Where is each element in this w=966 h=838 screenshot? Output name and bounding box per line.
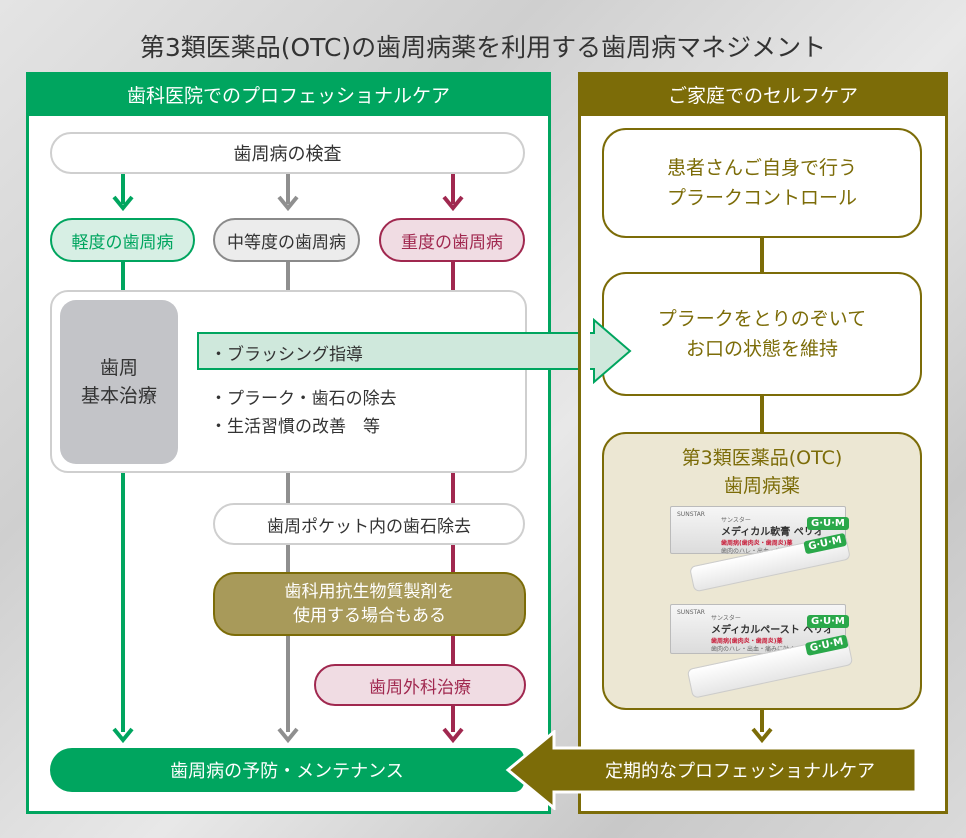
gum-logo: G·U·M (807, 517, 849, 530)
connector (286, 262, 290, 292)
product-maker: SUNSTAR (677, 511, 705, 518)
professional-care-header: 歯科医院でのプロフェッショナルケア (26, 72, 551, 116)
arrow-down-icon (442, 195, 464, 212)
prevention-maintenance-node: 歯周病の予防・メンテナンス (50, 748, 524, 792)
connector-moderate-top (286, 174, 290, 204)
basic-treatment-label: 歯周 基本治療 (60, 300, 178, 464)
pocket-scaling-node: 歯周ポケット内の歯石除去 (213, 503, 525, 545)
antibiotic-node: 歯科用抗生物質製剤を 使用する場合もある (213, 572, 526, 636)
product-indication: 歯周病(歯肉炎・歯周炎)薬 (721, 540, 793, 547)
product-effect: 歯肉のハレ・出血・痛みに効く (711, 646, 796, 653)
regular-professional-care-label: 定期的なプロフェッショナルケア (605, 761, 875, 782)
connector (760, 238, 764, 274)
self-care-header: ご家庭でのセルフケア (578, 72, 948, 116)
maintain-oral-state-node: プラークをとりのぞいて お口の状態を維持 (602, 272, 922, 396)
product-sub: サンスター (711, 615, 741, 622)
connector (451, 262, 455, 292)
moderate-periodontitis-node: 中等度の歯周病 (213, 218, 360, 262)
arrow-down-icon (112, 727, 134, 744)
brushing-arrow-tip (590, 318, 632, 384)
product-indication: 歯周病(歯肉炎・歯周炎)薬 (711, 638, 783, 645)
connector-mild-bottom (121, 472, 125, 732)
product-maker: SUNSTAR (677, 609, 705, 616)
arrow-down-icon (442, 727, 464, 744)
diagram-title: 第3類医薬品(OTC)の歯周病薬を利用する歯周病マネジメント (139, 33, 827, 62)
plaque-control-node: 患者さんご自身で行う プラークコントロール (602, 128, 922, 238)
treatment-item-lifestyle: ・生活習慣の改善 等 (210, 417, 380, 437)
periodontal-exam-node: 歯周病の検査 (50, 132, 525, 174)
treatment-item-brushing: ・ブラッシング指導 (210, 345, 363, 365)
arrow-down-icon (277, 195, 299, 212)
antibiotic-line1: 歯科用抗生物質製剤を (284, 582, 455, 602)
arrow-down-icon (751, 727, 773, 744)
otc-line2: 歯周病薬 (723, 475, 800, 497)
treatment-item-plaque-removal: ・プラーク・歯石の除去 (210, 389, 397, 409)
plaque-control-line1: 患者さんご自身で行う (666, 157, 857, 179)
connector (121, 262, 125, 292)
connector-mild-top (121, 174, 125, 204)
connector (760, 710, 764, 732)
connector (760, 396, 764, 434)
arrow-down-icon (112, 195, 134, 212)
antibiotic-line2: 使用する場合もある (293, 606, 446, 626)
basic-treatment-label-line2: 基本治療 (80, 385, 157, 407)
gum-logo: G·U·M (807, 615, 849, 628)
product-sub: サンスター (721, 517, 751, 524)
arrow-down-icon (277, 727, 299, 744)
basic-treatment-label-line1: 歯周 (99, 357, 138, 379)
product-name: メディカルペースト ペリオ (711, 625, 834, 636)
periodontal-surgery-node: 歯周外科治療 (314, 664, 526, 706)
maintain-line1: プラークをとりのぞいて (657, 308, 867, 330)
mild-periodontitis-node: 軽度の歯周病 (50, 218, 195, 262)
connector-severe-top (451, 174, 455, 204)
severe-periodontitis-node: 重度の歯周病 (379, 218, 525, 262)
otc-line1: 第3類医薬品(OTC) (681, 447, 843, 469)
maintain-line2: お口の状態を維持 (685, 338, 838, 360)
product-name: メディカル軟膏 ペリオ (721, 527, 824, 538)
professional-care-arrow (505, 730, 918, 810)
plaque-control-line2: プラークコントロール (666, 187, 857, 209)
